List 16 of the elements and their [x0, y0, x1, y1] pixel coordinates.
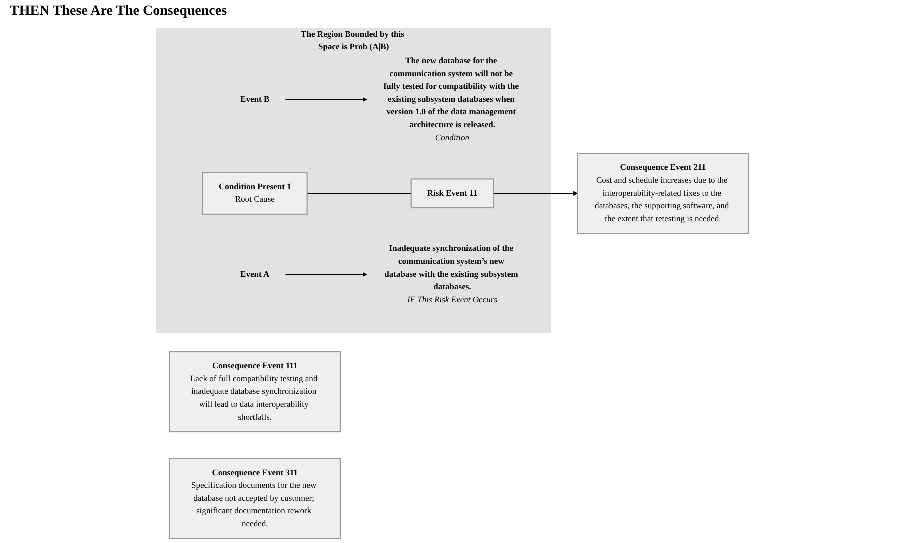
node-text: Event A: [240, 270, 270, 279]
node-box: Condition Present 1 Root Cause: [202, 172, 308, 215]
heading-note: THEN These Are The Consequences: [10, 4, 228, 20]
node-text: Inadequate synchronization of the communication system’s new database with the existing subsystem databases.: [384, 244, 518, 292]
node-box: Consequence Event 211 Cost and schedule increases due to the interoperability-related fixes to the databases, the supporting software, and the extent that retesting is needed.: [577, 153, 750, 234]
node-text: The new database for the communication system will not be fully tested for compatibility with the existing subsystem databases when version 1.0 of the data management architecture is released.: [384, 56, 520, 130]
node-box: Consequence Event 111 Lack of full compatibility testing and inadequate database synchronization will lead to data interoperability shortfalls.: [169, 352, 342, 433]
connector: [306, 193, 412, 194]
arrow: [493, 191, 578, 196]
node-text: Event B: [240, 94, 270, 104]
node-box: Risk Event 11: [410, 178, 494, 209]
node-label: IF This Risk Event Occurs: [407, 296, 498, 305]
arrow: [285, 97, 368, 102]
arrow: [285, 272, 368, 278]
node-label: Condition: [435, 133, 470, 142]
node-box: Consequence Event 311 Specification documents for the new database not accepted by customer; significant documentation rework needed.: [169, 458, 342, 540]
